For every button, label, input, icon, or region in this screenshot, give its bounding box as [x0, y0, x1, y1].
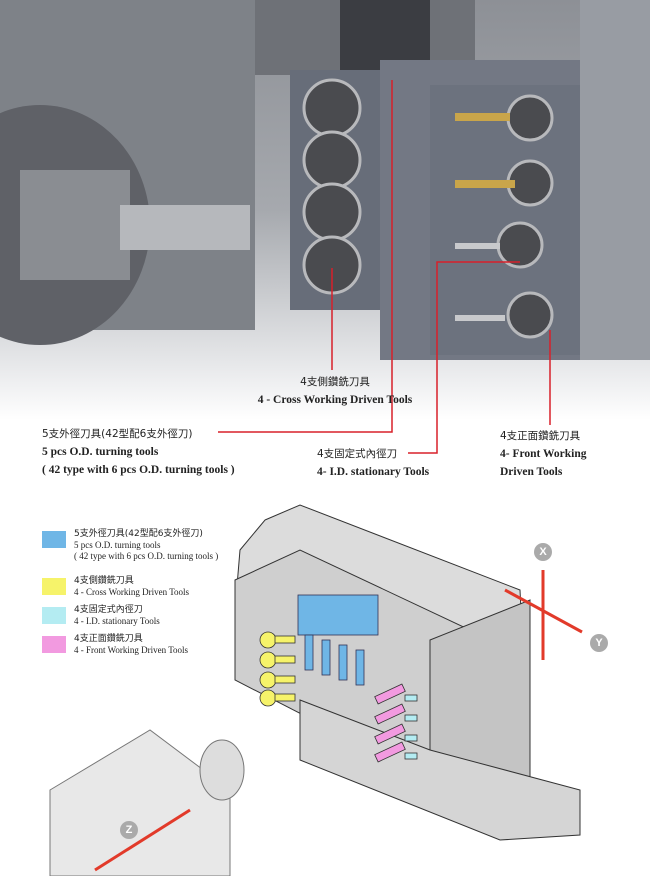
legend-en: 5 pcs O.D. turning tools — [74, 540, 161, 550]
callout-en: 4 - Cross Working Driven Tools — [257, 394, 413, 406]
legend-front-working: 4支正面鑽銑刀具 4 - Front Working Driven Tools — [42, 634, 188, 656]
turret-diagram — [49, 504, 583, 876]
axis-arrows — [94, 570, 583, 872]
od-tools — [297, 594, 379, 686]
front-working-tools — [374, 683, 406, 763]
callout-zh: 4支固定式內徑刀 — [317, 448, 398, 460]
cross-working-tools — [259, 631, 296, 707]
axis-z-label: Z — [120, 821, 138, 839]
legend-en: 4 - Cross Working Driven Tools — [74, 587, 190, 597]
callout-id-stationary: 4支固定式內徑刀 4- I.D. stationary Tools — [317, 445, 429, 481]
turret-photo — [0, 0, 650, 420]
id-stationary-tools — [404, 694, 418, 760]
legend-zh: 4支側鑽銑刀具 — [74, 576, 134, 586]
legend-swatch — [42, 636, 66, 653]
callout-od-turning: 5支外徑刀具(42型配6支外徑刀) 5 pcs O.D. turning too… — [42, 425, 235, 479]
callout-en: 4- Front Working — [500, 448, 587, 460]
callout-en-2: Driven Tools — [500, 466, 563, 478]
axis-x-label: X — [534, 543, 552, 561]
callout-zh: 4支正面鑽銑刀具 — [500, 430, 581, 442]
callout-lines — [218, 80, 551, 454]
legend-swatch — [42, 531, 66, 548]
legend-swatch — [42, 607, 66, 624]
legend-swatch — [42, 578, 66, 595]
legend-id-stationary: 4支固定式內徑刀 4 - I.D. stationary Tools — [42, 605, 160, 627]
legend-en: 4 - I.D. stationary Tools — [74, 616, 160, 626]
legend-cross-working: 4支側鑽銑刀具 4 - Cross Working Driven Tools — [42, 576, 189, 598]
callout-front-working: 4支正面鑽銑刀具 4- Front Working Driven Tools — [500, 427, 586, 481]
callout-en: 5 pcs O.D. turning tools — [42, 446, 159, 458]
legend-zh: 5支外徑刀具(42型配6支外徑刀) — [74, 529, 203, 539]
legend-en-2: ( 42 type with 6 pcs O.D. turning tools … — [74, 551, 219, 561]
callout-cross-working: 4支側鑽銑刀具 4 - Cross Working Driven Tools — [225, 373, 445, 409]
legend-zh: 4支正面鑽銑刀具 — [74, 634, 143, 644]
callout-en: 4- I.D. stationary Tools — [317, 466, 430, 478]
callout-zh: 5支外徑刀具(42型配6支外徑刀) — [42, 428, 193, 440]
spindle — [49, 729, 245, 876]
callout-en-2: ( 42 type with 6 pcs O.D. turning tools … — [42, 464, 235, 476]
turret-photo-illustration — [0, 0, 650, 360]
legend-zh: 4支固定式內徑刀 — [74, 605, 143, 615]
turret-block — [234, 504, 581, 841]
callout-zh: 4支側鑽銑刀具 — [300, 376, 370, 388]
legend-en: 4 - Front Working Driven Tools — [74, 645, 189, 655]
legend-od-turning: 5支外徑刀具(42型配6支外徑刀) 5 pcs O.D. turning too… — [42, 529, 218, 562]
axis-y-label: Y — [590, 634, 608, 652]
